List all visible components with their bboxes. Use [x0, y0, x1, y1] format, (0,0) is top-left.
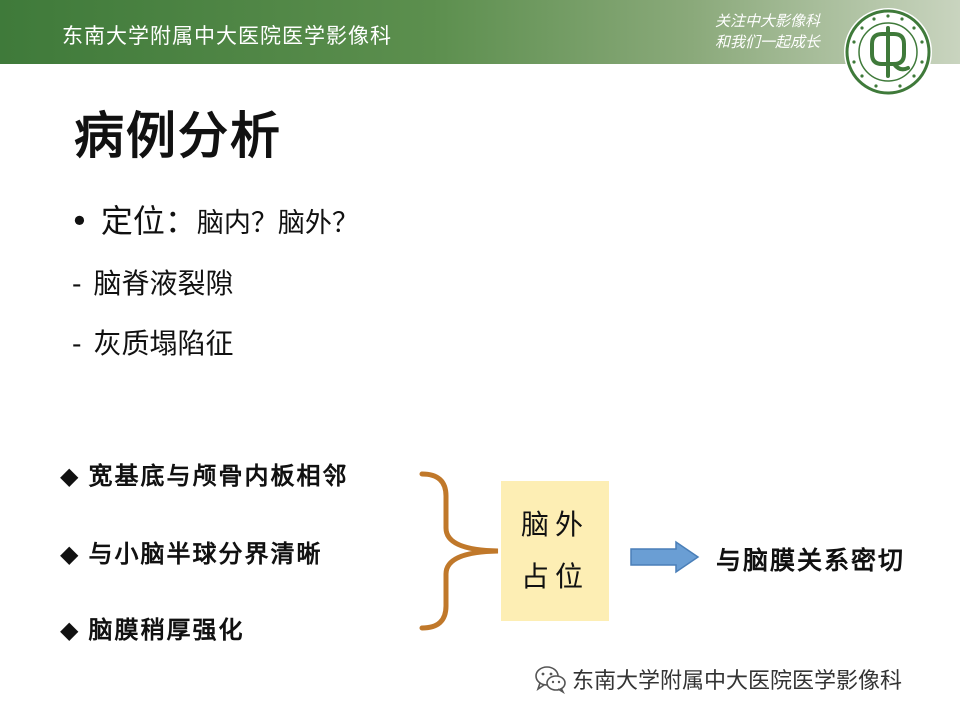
bullet-marker: • [70, 202, 89, 240]
header-bar: 东南大学附属中大医院医学影像科 关注中大影像科 和我们一起成长 [0, 0, 960, 64]
watermark-text: 东南大学附属中大医院医学影像科 [572, 669, 903, 694]
feature-text: 与小脑半球分界清晰 [88, 539, 323, 568]
feature-text: 脑膜稍厚强化 [88, 615, 245, 644]
conclusion-line-2: 占位 [520, 560, 589, 593]
slogan-line-2: 和我们一起成长 [714, 33, 820, 51]
diamond-bullet-icon: ◆ [60, 615, 79, 644]
watermark: 东南大学附属中大医院医学影像科 [534, 664, 902, 694]
header-title: 东南大学附属中大医院医学影像科 [62, 24, 392, 48]
result-text: 与脑膜关系密切 [716, 546, 906, 575]
right-arrow-icon [630, 540, 700, 574]
wechat-icon [535, 666, 566, 694]
feature-item-3: ◆ 脑膜稍厚强化 [60, 610, 244, 645]
diamond-bullet-icon: ◆ [60, 539, 79, 568]
main-bullet-question: 脑内？脑外？ [196, 208, 359, 239]
dash-marker: - [72, 327, 82, 360]
sub-point-2: -灰质塌陷征 [72, 322, 233, 362]
dash-marker: - [72, 267, 82, 300]
hospital-seal-icon [844, 8, 932, 96]
sub-point-1: -脑脊液裂隙 [72, 262, 233, 302]
slogan-line-1: 关注中大影像科 [714, 12, 820, 30]
main-bullet-label: 定位： [100, 202, 197, 240]
header-slogan: 关注中大影像科 和我们一起成长 [670, 11, 820, 53]
sub-point-text: 灰质塌陷征 [93, 327, 234, 360]
conclusion-box: 脑外 占位 [501, 481, 609, 621]
right-brace-icon [419, 471, 499, 631]
feature-item-1: ◆ 宽基底与颅骨内板相邻 [60, 456, 348, 491]
slide-title: 病例分析 [74, 107, 282, 165]
sub-point-text: 脑脊液裂隙 [93, 267, 234, 300]
feature-text: 宽基底与颅骨内板相邻 [88, 461, 349, 490]
conclusion-line-1: 脑外 [520, 508, 589, 541]
diamond-bullet-icon: ◆ [60, 461, 79, 490]
main-bullet: • 定位：脑内？脑外？ [70, 196, 359, 242]
feature-item-2: ◆ 与小脑半球分界清晰 [60, 534, 322, 569]
